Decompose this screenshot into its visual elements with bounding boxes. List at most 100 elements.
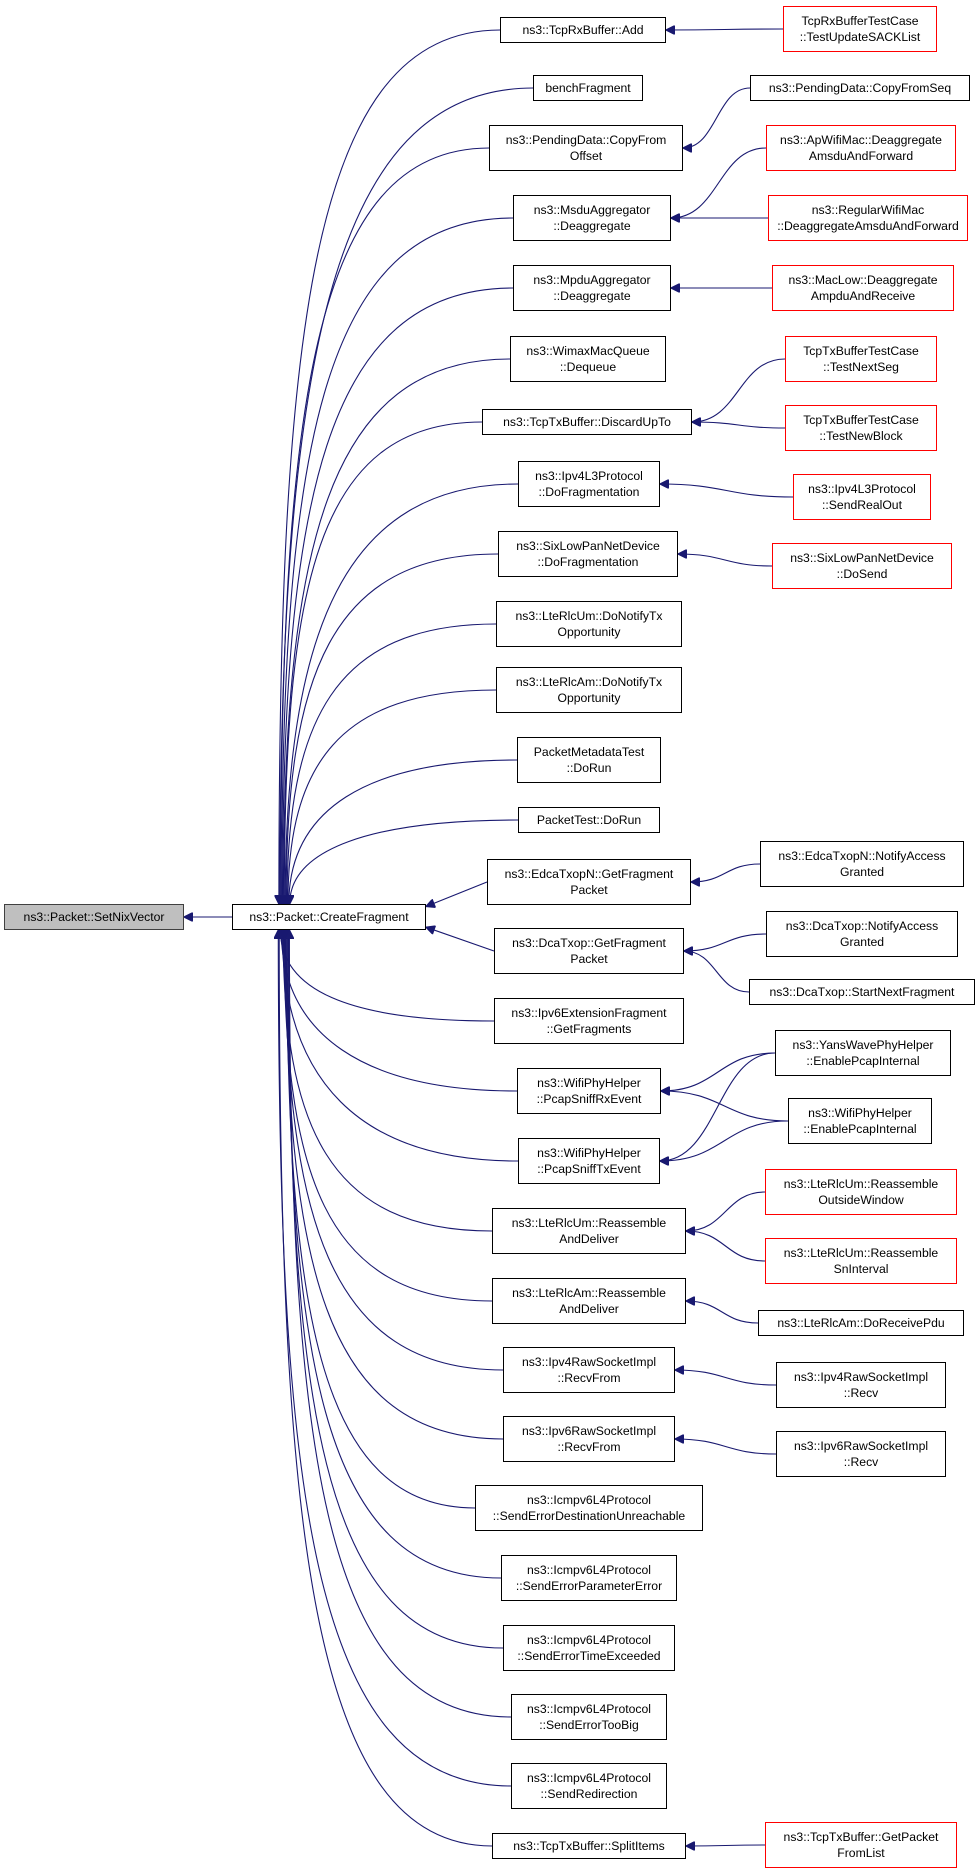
node-ipv6rawsocketimpl-recv[interactable]: ns3::Ipv6RawSocketImpl ::Recv bbox=[776, 1431, 946, 1477]
node-label: ns3::Ipv6ExtensionFragment bbox=[511, 1005, 667, 1020]
call-edge-yanswavephy-enablepcap-to-wifiphy-pcapsnifftx bbox=[660, 1052, 776, 1161]
node-label: ::GetFragments bbox=[546, 1022, 632, 1036]
call-edge-tcptx-discardupto-to-createfragment bbox=[284, 421, 483, 904]
node-ipv6rawsocketimpl-recvfrom[interactable]: ns3::Ipv6RawSocketImpl ::RecvFrom bbox=[503, 1416, 675, 1462]
node-tcprxbuffertestcase-testupdatesacklist[interactable]: TcpRxBufferTestCase ::TestUpdateSACKList bbox=[783, 6, 937, 52]
node-label: ns3::PendingData::CopyFromSeq bbox=[768, 80, 952, 95]
node-label: ::TestNextSeg bbox=[823, 360, 899, 374]
node-icmpv6-sendredirection[interactable]: ns3::Icmpv6L4Protocol ::SendRedirection bbox=[511, 1763, 667, 1809]
call-edge-benchfragment-to-createfragment bbox=[280, 87, 534, 904]
node-benchfragment[interactable]: benchFragment bbox=[533, 75, 643, 101]
node-lterlcum-reassembleoutsidewindow[interactable]: ns3::LteRlcUm::Reassemble OutsideWindow bbox=[765, 1169, 957, 1215]
node-sixlowpannetdevice-dofragmentation[interactable]: ns3::SixLowPanNetDevice ::DoFragmentatio… bbox=[498, 531, 678, 577]
node-label: PacketTest::DoRun bbox=[536, 812, 642, 827]
node-wifiphyhelper-enablepcapinternal[interactable]: ns3::WifiPhyHelper ::EnablePcapInternal bbox=[788, 1098, 932, 1144]
node-ipv4rawsocketimpl-recvfrom[interactable]: ns3::Ipv4RawSocketImpl ::RecvFrom bbox=[503, 1347, 675, 1393]
node-label: ns3::DcaTxop::GetFragment bbox=[512, 935, 666, 950]
node-edcatxopn-getfragmentpacket[interactable]: ns3::EdcaTxopN::GetFragment Packet bbox=[487, 859, 691, 905]
node-label: ::SendErrorParameterError bbox=[515, 1579, 663, 1593]
node-label: ns3::LteRlcUm::Reassemble bbox=[511, 1215, 667, 1230]
node-label: ns3::Packet::SetNixVector bbox=[23, 909, 165, 924]
node-ipv4l3protocol-dofragmentation[interactable]: ns3::Ipv4L3Protocol ::DoFragmentation bbox=[518, 461, 660, 507]
node-lterlcam-doreceivepdu[interactable]: ns3::LteRlcAm::DoReceivePdu bbox=[758, 1310, 964, 1336]
node-label: Packet bbox=[570, 952, 608, 966]
call-edge-mpdu-deaggregate-to-createfragment bbox=[283, 287, 514, 904]
node-packet-setnixvector[interactable]: ns3::Packet::SetNixVector bbox=[4, 904, 184, 930]
node-apwifimac-deaggregateamsduandforward[interactable]: ns3::ApWifiMac::Deaggregate AmsduAndForw… bbox=[766, 125, 956, 171]
node-edcatxopn-notifyaccessgranted[interactable]: ns3::EdcaTxopN::NotifyAccess Granted bbox=[760, 841, 964, 887]
node-dcatxop-startnextfragment[interactable]: ns3::DcaTxop::StartNextFragment bbox=[749, 979, 975, 1005]
call-edge-wifiphy-pcapsniffrx-to-createfragment bbox=[281, 930, 518, 1092]
node-icmpv6-senderrordestinationunreachable[interactable]: ns3::Icmpv6L4Protocol ::SendErrorDestina… bbox=[475, 1485, 703, 1531]
call-edge-pending-copyfromoffset-to-createfragment bbox=[281, 147, 490, 904]
node-maclow-deaggregateampduandreceive[interactable]: ns3::MacLow::Deaggregate AmpduAndReceive bbox=[772, 265, 954, 311]
call-edge-apwifimac-deaggregate-to-msdu-deaggregate bbox=[671, 147, 767, 218]
node-label: AndDeliver bbox=[559, 1302, 619, 1316]
node-ipv6extensionfragment-getfragments[interactable]: ns3::Ipv6ExtensionFragment ::GetFragment… bbox=[494, 998, 684, 1044]
node-sixlowpannetdevice-dosend[interactable]: ns3::SixLowPanNetDevice ::DoSend bbox=[772, 543, 952, 589]
call-edge-wifiphy-enablepcap-to-wifiphy-pcapsnifftx bbox=[660, 1120, 789, 1161]
node-label: ns3::PendingData::CopyFrom bbox=[505, 132, 667, 147]
call-edge-lterlcum-donotifytx-to-createfragment bbox=[287, 623, 497, 904]
node-lterlcum-reassemblesninterval[interactable]: ns3::LteRlcUm::Reassemble SnInterval bbox=[765, 1238, 957, 1284]
node-label: ns3::YansWavePhyHelper bbox=[792, 1037, 934, 1052]
node-ipv4rawsocketimpl-recv[interactable]: ns3::Ipv4RawSocketImpl ::Recv bbox=[776, 1362, 946, 1408]
node-tcptxbuffer-discardupto[interactable]: ns3::TcpTxBuffer::DiscardUpTo bbox=[482, 409, 692, 435]
node-dcatxop-getfragmentpacket[interactable]: ns3::DcaTxop::GetFragment Packet bbox=[494, 928, 684, 974]
node-yanswavephyhelper-enablepcapinternal[interactable]: ns3::YansWavePhyHelper ::EnablePcapInter… bbox=[775, 1030, 951, 1076]
node-label: Offset bbox=[569, 149, 603, 163]
node-icmpv6-senderrortimeexceeded[interactable]: ns3::Icmpv6L4Protocol ::SendErrorTimeExc… bbox=[503, 1625, 675, 1671]
call-edge-ipv4l3-dofragmentation-to-createfragment bbox=[285, 483, 519, 904]
node-lterlcum-donotifytxopportunity[interactable]: ns3::LteRlcUm::DoNotifyTx Opportunity bbox=[496, 601, 682, 647]
node-tcptxbuffer-splititems[interactable]: ns3::TcpTxBuffer::SplitItems bbox=[492, 1833, 686, 1859]
node-label: ns3::LteRlcAm::DoNotifyTx bbox=[515, 674, 663, 689]
node-wimaxmacqueue-dequeue[interactable]: ns3::WimaxMacQueue ::Dequeue bbox=[510, 336, 666, 382]
node-label: ::SendErrorTooBig bbox=[539, 1718, 639, 1732]
node-label: TcpTxBufferTestCase bbox=[803, 343, 919, 358]
node-label: ::SendRedirection bbox=[540, 1787, 638, 1801]
call-edge-icmpv6-senderrordestunreach-to-createfragment bbox=[287, 930, 476, 1509]
node-packettest-dorun[interactable]: PacketTest::DoRun bbox=[518, 807, 660, 833]
node-label: ::SendErrorDestinationUnreachable bbox=[492, 1509, 686, 1523]
node-tcprxbuffer-add[interactable]: ns3::TcpRxBuffer::Add bbox=[500, 17, 666, 43]
node-label: ns3::Ipv6RawSocketImpl bbox=[521, 1423, 657, 1438]
node-icmpv6-senderrorparametererror[interactable]: ns3::Icmpv6L4Protocol ::SendErrorParamet… bbox=[501, 1555, 677, 1601]
node-packetmetadatatest-dorun[interactable]: PacketMetadataTest ::DoRun bbox=[517, 737, 661, 783]
node-mpduaggregator-deaggregate[interactable]: ns3::MpduAggregator ::Deaggregate bbox=[513, 265, 671, 311]
node-lterlcam-donotifytxopportunity[interactable]: ns3::LteRlcAm::DoNotifyTx Opportunity bbox=[496, 667, 682, 713]
node-label: ::Deaggregate bbox=[553, 289, 631, 303]
node-label: ns3::MsduAggregator bbox=[533, 202, 651, 217]
node-dcatxop-notifyaccessgranted[interactable]: ns3::DcaTxop::NotifyAccess Granted bbox=[766, 911, 958, 957]
node-icmpv6-senderrortoobig[interactable]: ns3::Icmpv6L4Protocol ::SendErrorTooBig bbox=[511, 1694, 667, 1740]
node-tcptxbuffertestcase-testnextseg[interactable]: TcpTxBufferTestCase ::TestNextSeg bbox=[785, 336, 937, 382]
node-label: ::RecvFrom bbox=[557, 1440, 621, 1454]
node-lterlcum-reassembleanddeliver[interactable]: ns3::LteRlcUm::Reassemble AndDeliver bbox=[492, 1208, 686, 1254]
node-label: ns3::SixLowPanNetDevice bbox=[790, 550, 934, 565]
node-label: ns3::Ipv4RawSocketImpl bbox=[521, 1354, 657, 1369]
call-edge-tcptxtest-newblock-to-tcptx-discardupto bbox=[692, 422, 786, 429]
node-ipv4l3protocol-sendrealout[interactable]: ns3::Ipv4L3Protocol ::SendRealOut bbox=[793, 474, 931, 520]
node-label: AndDeliver bbox=[559, 1232, 619, 1246]
node-wifiphyhelper-pcapsniffrxevent[interactable]: ns3::WifiPhyHelper ::PcapSniffRxEvent bbox=[517, 1068, 661, 1114]
call-edge-dcatxop-notifyaccess-to-dcatxop-getfragmentpacket bbox=[684, 933, 767, 951]
call-edge-yanswavephy-enablepcap-to-wifiphy-pcapsniffrx bbox=[661, 1052, 776, 1091]
call-edge-tcprx-add-to-createfragment bbox=[279, 29, 501, 904]
node-packet-createfragment[interactable]: ns3::Packet::CreateFragment bbox=[232, 904, 426, 930]
node-pendingdata-copyfromseq[interactable]: ns3::PendingData::CopyFromSeq bbox=[750, 75, 970, 101]
node-tcptxbuffer-getpacketfromlist[interactable]: ns3::TcpTxBuffer::GetPacket FromList bbox=[765, 1822, 957, 1868]
call-edge-lterlcum-reassembleanddeliver-to-createfragment bbox=[283, 930, 493, 1232]
node-wifiphyhelper-pcapsnifftxevent[interactable]: ns3::WifiPhyHelper ::PcapSniffTxEvent bbox=[518, 1138, 660, 1184]
node-label: ns3::TcpTxBuffer::GetPacket bbox=[783, 1829, 939, 1844]
call-edge-ipv4rawsocket-recvfrom-to-createfragment bbox=[285, 930, 504, 1371]
node-regularwifimac-deaggregateamsduandforward[interactable]: ns3::RegularWifiMac ::DeaggregateAmsduAn… bbox=[768, 195, 968, 241]
node-msduaggregator-deaggregate[interactable]: ns3::MsduAggregator ::Deaggregate bbox=[513, 195, 671, 241]
node-label: PacketMetadataTest bbox=[533, 744, 645, 759]
node-pendingdata-copyfromoffset[interactable]: ns3::PendingData::CopyFrom Offset bbox=[489, 125, 683, 171]
node-label: ::Dequeue bbox=[559, 360, 617, 374]
node-lterlcam-reassembleanddeliver[interactable]: ns3::LteRlcAm::Reassemble AndDeliver bbox=[492, 1278, 686, 1324]
call-edge-icmpv6-senderrortime-to-createfragment bbox=[289, 930, 504, 1649]
node-label: ::RecvFrom bbox=[557, 1371, 621, 1385]
node-label: ns3::LteRlcAm::Reassemble bbox=[512, 1285, 666, 1300]
node-tcptxbuffertestcase-testnewblock[interactable]: TcpTxBufferTestCase ::TestNewBlock bbox=[785, 405, 937, 451]
call-edge-edcatxopn-getfragmentpacket-to-createfragment bbox=[426, 881, 488, 907]
